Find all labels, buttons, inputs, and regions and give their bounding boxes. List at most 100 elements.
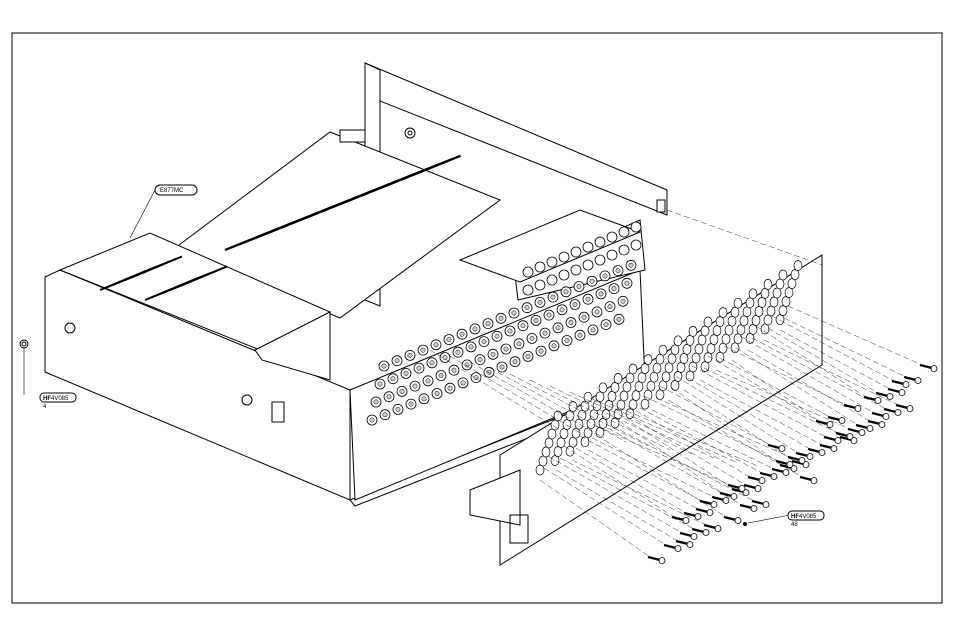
panel-hole [554, 411, 562, 421]
panel-hole [587, 419, 595, 429]
panel-hole [686, 371, 694, 381]
explode-line [667, 210, 822, 265]
bnc-connector-pin [430, 361, 434, 365]
panel-hole [557, 438, 565, 448]
screw-head [687, 542, 693, 548]
panel-hole [683, 344, 691, 354]
screw-shank [808, 449, 820, 452]
panel-hole [596, 392, 604, 402]
screw-shank [796, 453, 808, 456]
screw-shank [684, 513, 696, 516]
bnc-connector-pin [370, 418, 374, 422]
bnc-connector-pin [434, 343, 438, 347]
screw-shank [720, 493, 732, 496]
bnc-connector-pin [617, 317, 621, 321]
callout-left-screw-qty: 4 [43, 404, 47, 410]
callout-left-screw: HF 4V085 4 [40, 393, 76, 410]
screw-shank [740, 505, 752, 508]
bnc-connector [607, 232, 617, 242]
bnc-connector-pin [469, 345, 473, 349]
bnc-connector-pin [422, 397, 426, 401]
screw-shank [752, 501, 764, 504]
panel-hole [545, 438, 553, 448]
panel-hole [785, 288, 793, 298]
bnc-connector-pin [612, 286, 616, 290]
screw-shank [844, 405, 856, 408]
panel-hole [722, 334, 730, 344]
panel-hole [551, 456, 559, 466]
screw-shank [760, 473, 772, 476]
bnc-connector-pin [374, 400, 378, 404]
screw-shank [876, 393, 888, 396]
panel-hole [734, 298, 742, 308]
screw-head [771, 474, 777, 480]
panel-hole [752, 315, 760, 325]
bnc-connector-pin [383, 413, 387, 417]
screw-head [659, 558, 665, 564]
bnc-connector-pin [578, 333, 582, 337]
bnc-connector-pin [378, 382, 382, 386]
bnc-connector-pin [500, 365, 504, 369]
screw-head [895, 410, 901, 416]
panel-hole [695, 344, 703, 354]
bnc-connector [583, 242, 593, 252]
screw-head [899, 390, 905, 396]
screw-head [703, 530, 709, 536]
bnc-connector-pin [629, 263, 633, 267]
bnc-connector [523, 285, 533, 295]
screw-head [783, 470, 789, 476]
panel-hole [566, 411, 574, 421]
screw-head [827, 422, 833, 428]
screw-shank [868, 421, 880, 424]
panel-hole [728, 316, 736, 326]
bnc-connector-pin [391, 377, 395, 381]
screw-head [855, 406, 861, 412]
bnc-connector-pin [608, 304, 612, 308]
screw-shank [788, 457, 800, 460]
panel-hole [584, 392, 592, 402]
panel-hole [791, 270, 799, 280]
panel-hole [764, 315, 772, 325]
panel-hole [539, 456, 547, 466]
panel-hole [581, 437, 589, 447]
panel-hole [671, 380, 679, 390]
panel-hole [584, 428, 592, 438]
callout-rear-screw-qty: 48 [791, 522, 798, 528]
bnc-connector-pin [486, 321, 490, 325]
bnc-connector-pin [460, 332, 464, 336]
panel-hole [671, 345, 679, 355]
screw-head [735, 518, 741, 524]
panel-hole [566, 446, 574, 456]
panel-hole [665, 363, 673, 373]
screw-head [831, 446, 837, 452]
panel-hole [761, 288, 769, 298]
bnc-connector-pin [387, 395, 391, 399]
screw-shank [676, 541, 688, 544]
screw-head [835, 438, 841, 444]
screw-head [859, 430, 865, 436]
left-screw [20, 340, 28, 395]
screw-shank [700, 501, 712, 504]
bnc-connector-pin [408, 353, 412, 357]
panel-hole [701, 362, 709, 372]
bnc-connector-pin [447, 337, 451, 341]
panel-hole [632, 391, 640, 401]
panel-hole [761, 324, 769, 334]
screw-head [763, 502, 769, 508]
panel-hole [590, 410, 598, 420]
panel-hole [764, 279, 772, 289]
callout-left-screw-text: 4V085 [51, 396, 69, 402]
bnc-connector-pin [499, 316, 503, 320]
screw-shank [648, 557, 660, 560]
bnc-connector-pin [595, 310, 599, 314]
bnc-connector-pin [513, 360, 517, 364]
bnc-connector-pin [495, 334, 499, 338]
bnc-connector-pin [465, 363, 469, 367]
bnc-connector [631, 222, 641, 232]
panel-hole [599, 383, 607, 393]
panel-hole [623, 382, 631, 392]
panel-hole [731, 307, 739, 317]
bnc-connector-pin [586, 297, 590, 301]
bnc-connector-pin [552, 344, 556, 348]
